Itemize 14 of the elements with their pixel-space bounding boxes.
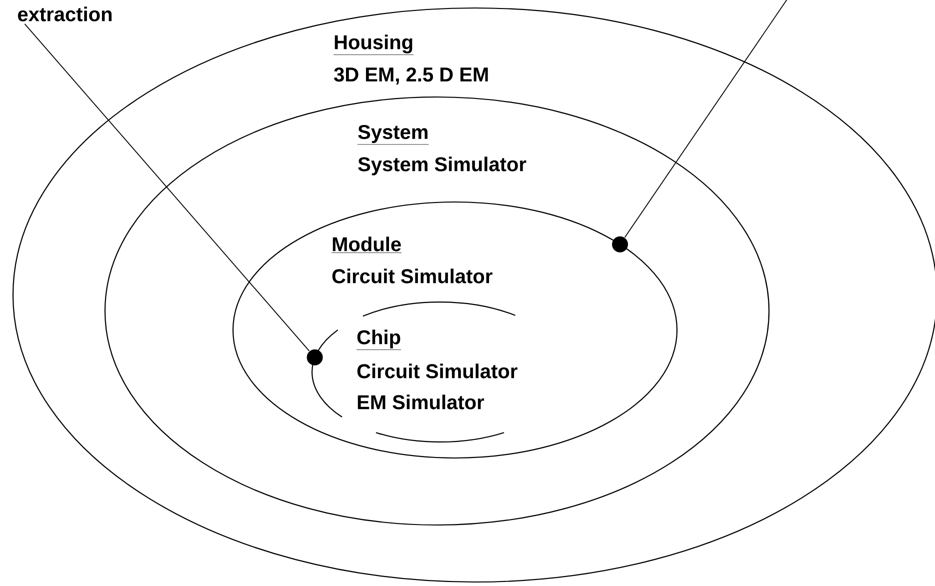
leader-line (624, 0, 788, 238)
tool-text: System Simulator (358, 156, 526, 176)
dot (306, 349, 323, 366)
dot (612, 236, 628, 252)
tool-text: Circuit Simulator (332, 268, 492, 284)
tool-text: 3D EM, 2.5 D EM (334, 67, 488, 85)
label-text: extraction (18, 6, 112, 22)
tool-text: Circuit Simulator (357, 364, 518, 378)
heading: Module (331, 236, 402, 253)
heading: System (357, 124, 429, 145)
heading: Chip (356, 330, 402, 350)
leader-line (24, 23, 310, 352)
heading: Housing (333, 34, 414, 55)
tool-text: EM Simulator (358, 394, 484, 410)
